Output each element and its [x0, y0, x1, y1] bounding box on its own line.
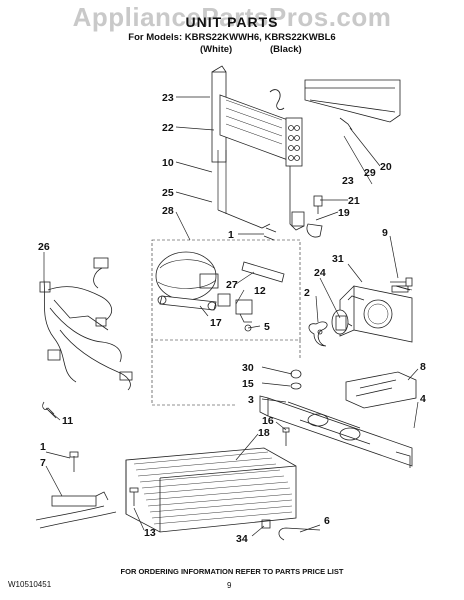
wiring-harness — [39, 257, 133, 391]
callout-23: 23 — [162, 92, 174, 104]
callout-labels: 23 22 10 25 28 26 1 27 12 17 5 2 24 31 9… — [38, 92, 426, 545]
callout-19: 19 — [338, 207, 350, 219]
callout-29: 29 — [364, 167, 376, 179]
callout-17: 17 — [210, 317, 222, 329]
callout-12: 12 — [254, 285, 266, 297]
ordering-note: FOR ORDERING INFORMATION REFER TO PARTS … — [120, 567, 344, 576]
small-fasteners — [263, 195, 323, 241]
callout-9: 9 — [382, 227, 388, 239]
callout-16: 16 — [262, 415, 274, 427]
callout-31: 31 — [332, 253, 344, 265]
callout-26: 26 — [38, 241, 50, 253]
callout-24: 24 — [314, 267, 326, 279]
callout-30: 30 — [242, 362, 254, 374]
callout-25: 25 — [162, 187, 174, 199]
clip-11 — [42, 401, 57, 419]
callout-22: 22 — [162, 122, 174, 134]
base-pan — [259, 395, 413, 468]
document-number: W10510451 — [8, 580, 52, 589]
callout-5: 5 — [264, 321, 270, 333]
leader-lines — [43, 96, 419, 537]
watermark: AppliancePartsPros.com — [72, 2, 392, 32]
washer-30 — [290, 369, 302, 390]
callout-7: 7 — [40, 457, 46, 469]
callout-4: 4 — [420, 393, 426, 405]
callout-10: 10 — [162, 157, 174, 169]
drain-trough — [304, 79, 401, 131]
callout-34: 34 — [236, 533, 248, 545]
start-device — [235, 261, 285, 332]
condenser-coil — [125, 447, 297, 533]
tube-6 — [261, 519, 321, 541]
callout-18: 18 — [258, 427, 270, 439]
fan-shroud — [339, 285, 413, 343]
page-number: 9 — [227, 581, 232, 590]
screw-13 — [129, 487, 139, 506]
screw-1 — [69, 451, 79, 472]
models-line: For Models: KBRS22KWWH6, KBRS22KWBL6 — [128, 32, 336, 43]
bracket-8 — [345, 371, 417, 409]
callout-6: 6 — [324, 515, 330, 527]
screw-9 — [390, 277, 413, 287]
callout-11: 11 — [62, 415, 73, 427]
harness-7 — [35, 491, 117, 529]
fan-motor — [331, 309, 349, 335]
dashed-region — [151, 239, 301, 406]
condenser-assembly — [211, 65, 305, 231]
callout-27: 27 — [226, 279, 238, 291]
callout-1-top: 1 — [228, 229, 234, 241]
callout-28: 28 — [162, 205, 174, 217]
page-title: UNIT PARTS — [185, 14, 279, 30]
callout-20: 20 — [380, 161, 392, 173]
variant-black: (Black) — [270, 44, 302, 55]
callout-23-right: 23 — [342, 175, 354, 187]
callout-8: 8 — [420, 361, 426, 373]
fan-blade — [308, 321, 328, 347]
callout-13: 13 — [144, 527, 156, 539]
compressor — [155, 251, 231, 311]
variant-white: (White) — [200, 44, 233, 55]
callout-15: 15 — [242, 378, 254, 390]
callout-1-bottom: 1 — [40, 441, 46, 453]
callout-21: 21 — [348, 195, 360, 207]
callout-2: 2 — [304, 287, 310, 299]
screw-16 — [282, 427, 290, 446]
callout-3: 3 — [248, 394, 254, 406]
